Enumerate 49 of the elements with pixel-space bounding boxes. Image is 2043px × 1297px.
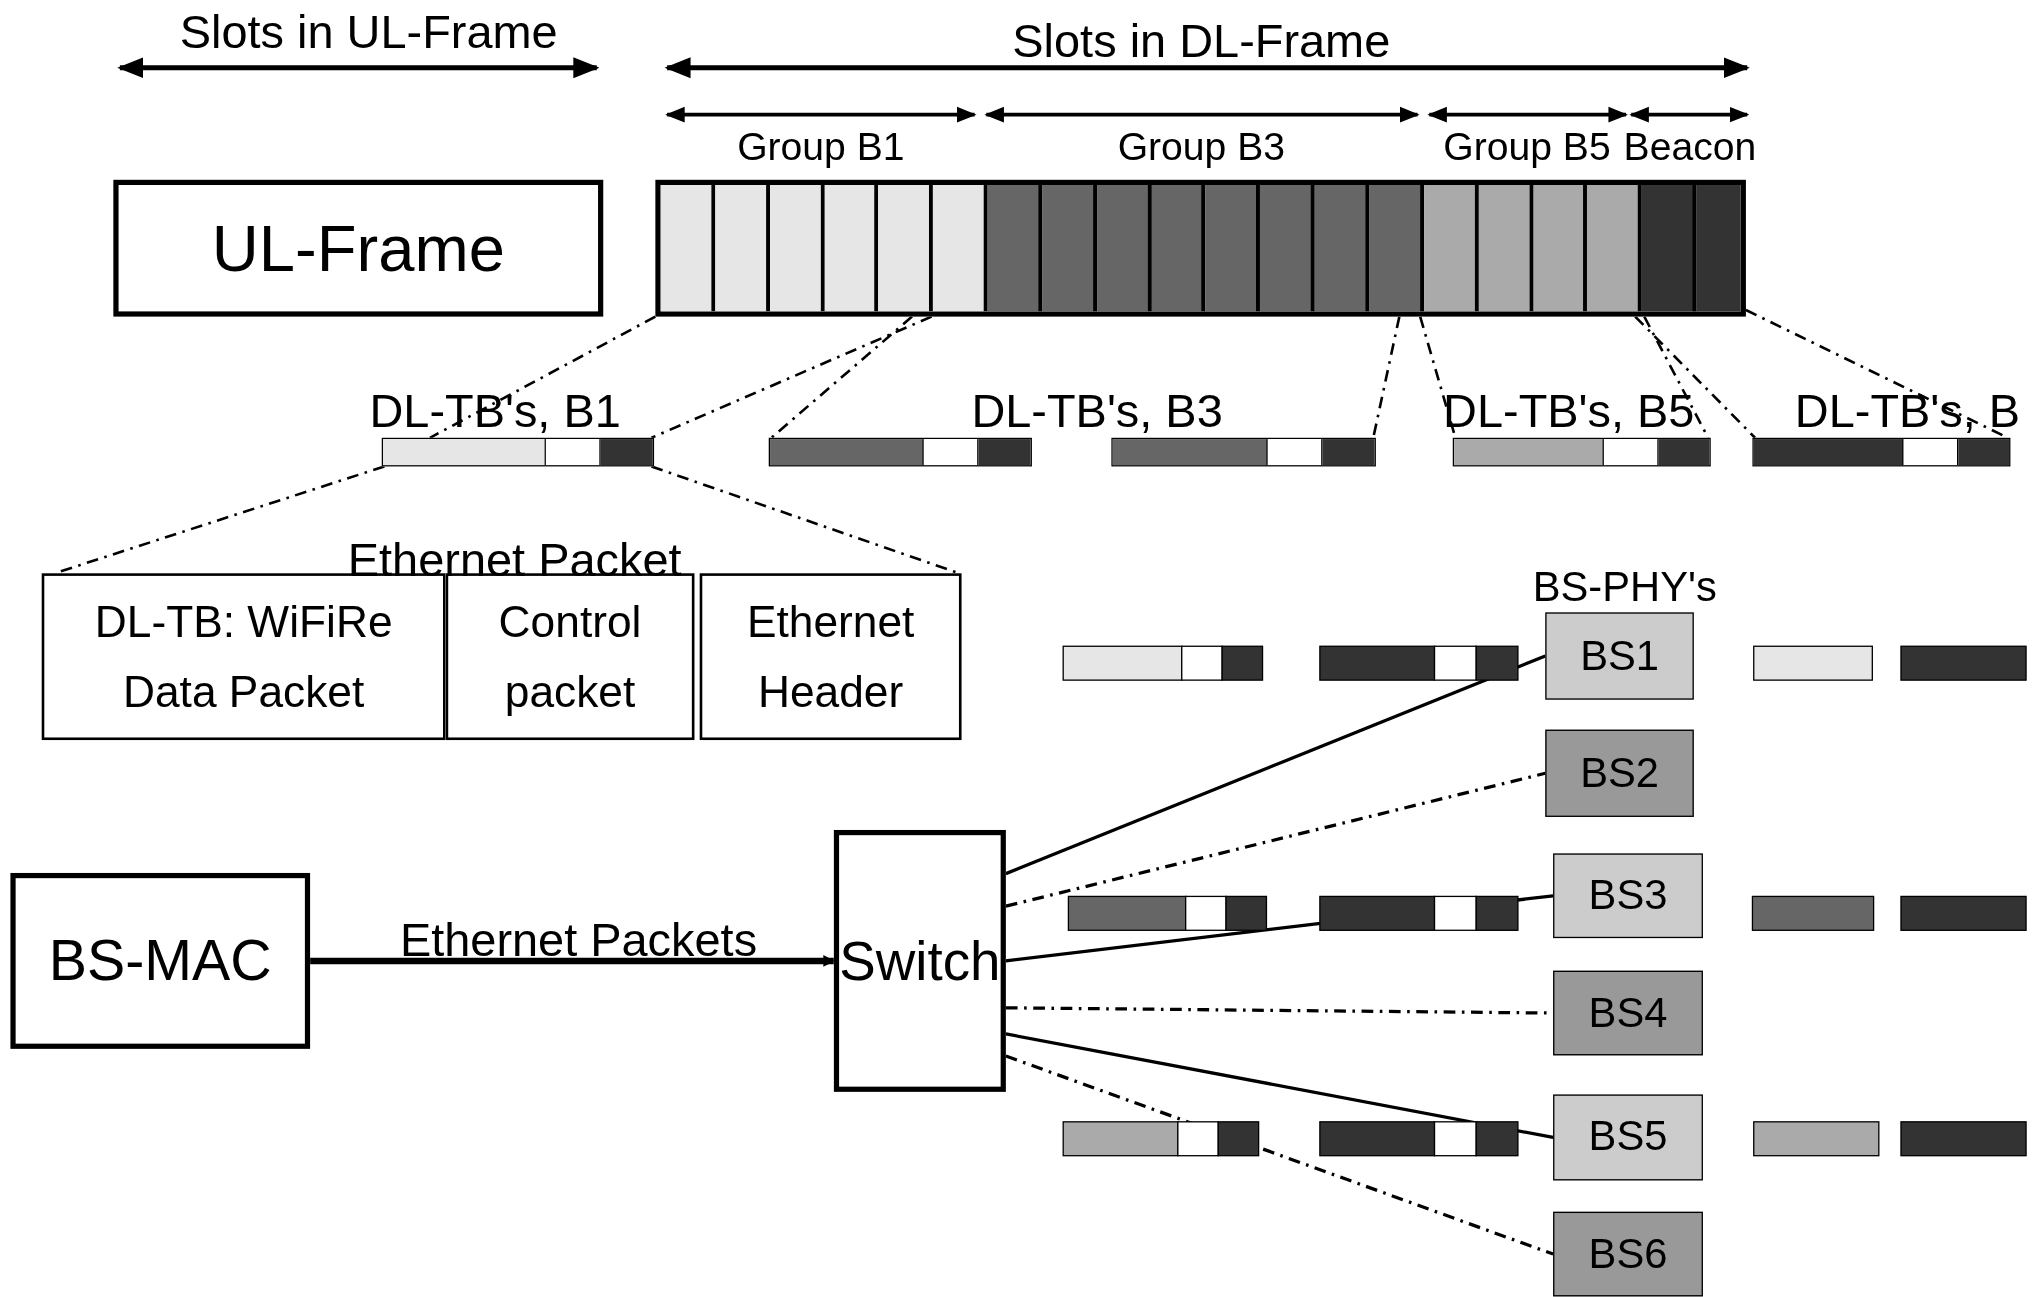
station-box [1553, 1094, 1703, 1181]
node-label: BS5 [1588, 1112, 1668, 1163]
node-label: BS3 [1588, 870, 1668, 921]
switch-box [833, 829, 1006, 1092]
connector-line [1005, 771, 1546, 908]
projection-line [1634, 315, 1756, 439]
station-box [1545, 729, 1694, 817]
packet-field-box [699, 573, 962, 741]
node-label: Switch [839, 929, 1001, 994]
station-box [1545, 612, 1694, 700]
dimension-label: Slots in DL-Frame [1012, 18, 1391, 66]
packet-bar [1111, 437, 1376, 467]
station-box [1553, 970, 1703, 1056]
heading-label: BS-PHY's [1532, 565, 1717, 608]
projection-line [770, 315, 913, 439]
packet-bar [1452, 437, 1711, 467]
node-label: BS-MAC [48, 927, 272, 994]
edge-label: Ethernet Packets [399, 916, 758, 964]
connector-line [1005, 654, 1546, 876]
bar-label: DL-TB's, B5 [1443, 388, 1695, 436]
node-label: Control packet [497, 595, 643, 719]
group-label: Group B3 [1117, 127, 1285, 167]
connector-line [1005, 1054, 1554, 1256]
connector-line [1005, 1032, 1554, 1140]
station-box [1553, 853, 1703, 939]
bar-label: DL-TB's, B1 [369, 388, 621, 436]
node-label: BS4 [1588, 987, 1668, 1038]
packet-bar [768, 437, 1032, 467]
node-label: BS1 [1580, 630, 1659, 681]
projection-line [429, 315, 656, 439]
dimension-label: Slots in UL-Frame [179, 9, 558, 57]
node-label: UL-Frame [211, 210, 505, 287]
packet-bar [381, 437, 655, 467]
bar-label: DL-TB's, B [1794, 388, 2021, 436]
node-label: Ethernet Header [745, 595, 916, 719]
projection-line [650, 315, 933, 439]
group-label: Group B5 [1443, 127, 1611, 167]
slot-frame-bar [655, 179, 1746, 317]
node-label: BS2 [1580, 748, 1659, 798]
packet-bar [1752, 437, 2011, 467]
group-label: Group B1 [737, 127, 905, 167]
heading-label: Ethernet Packet [347, 536, 682, 584]
node-label: DL-TB: WiFiRe Data Packet [93, 595, 394, 719]
group-label: Beacon [1623, 127, 1757, 167]
frame-box [113, 179, 604, 317]
station-box [1553, 1211, 1703, 1297]
bar-label: DL-TB's, B3 [971, 388, 1223, 436]
process-box [10, 872, 311, 1049]
node-label: BS6 [1588, 1228, 1668, 1279]
